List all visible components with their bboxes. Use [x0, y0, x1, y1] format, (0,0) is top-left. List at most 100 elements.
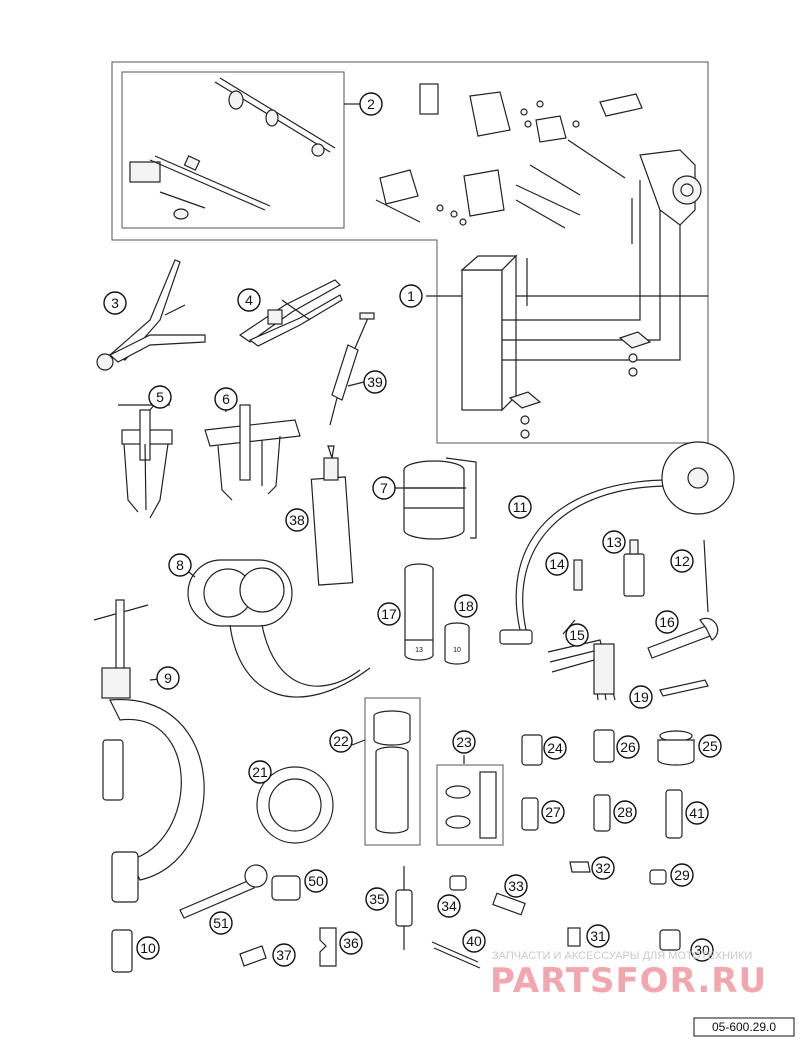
callout-label: 24	[547, 740, 563, 756]
callout-14: 14	[545, 552, 569, 576]
watermark-brand: PARTSFOR.RU	[490, 961, 767, 1001]
callout-35: 35	[365, 887, 389, 911]
watermark-subtitle: ЗАПЧАСТИ И АКСЕССУАРЫ ДЛЯ МОТОТЕХНИКИ	[492, 950, 752, 962]
callout-label: 11	[513, 499, 528, 515]
callout-label: 50	[308, 873, 324, 889]
callout-circle	[156, 666, 180, 690]
callout-label: 5	[156, 389, 164, 405]
callout-label: 36	[343, 935, 359, 951]
callout-circle	[616, 735, 640, 759]
callout-circle	[285, 508, 309, 532]
callout-circle	[698, 734, 722, 758]
callout-8: 8	[168, 553, 192, 577]
gauge-plate	[319, 927, 337, 967]
callout-51: 51	[209, 911, 233, 935]
callout-25: 25	[698, 734, 722, 758]
bushing-41	[665, 789, 683, 839]
threaded-rod	[431, 941, 481, 969]
callout-6: 6	[214, 387, 238, 411]
callout-label: 18	[458, 598, 474, 614]
holder-50	[271, 875, 301, 901]
callout-30: 30	[690, 938, 714, 962]
callout-circle	[591, 856, 615, 880]
callout-36: 36	[339, 931, 363, 955]
adapter-30	[659, 929, 681, 951]
cap-29	[649, 869, 667, 885]
callout-19: 19	[629, 685, 653, 709]
bracket-37	[239, 945, 267, 967]
callout-circle	[670, 549, 694, 573]
callout-label: 41	[689, 805, 705, 821]
callout-21: 21	[248, 760, 272, 784]
clamp-pliers	[238, 279, 343, 347]
callout-37: 37	[272, 943, 296, 967]
callout-label: 10	[140, 940, 156, 956]
syringe	[329, 312, 375, 426]
spring-bolt	[492, 892, 526, 916]
callout-circle	[248, 760, 272, 784]
callout-23: 23	[452, 730, 476, 754]
callout-16: 16	[655, 610, 679, 634]
engine-work-stand	[375, 83, 702, 439]
pin-32	[569, 861, 591, 873]
callout-circle	[655, 610, 679, 634]
callout-label: 17	[381, 606, 397, 622]
callout-circle	[508, 495, 532, 519]
bearing-insert-set	[436, 764, 504, 846]
callout-label: 4	[245, 292, 253, 308]
callout-label: 16	[659, 614, 675, 630]
hose-clamp-pliers	[96, 259, 206, 371]
sealant-tube	[310, 445, 354, 586]
callout-circle	[504, 874, 528, 898]
callout-circle	[339, 931, 363, 955]
callout-5: 5	[148, 385, 172, 409]
bearing-puller-small	[118, 404, 173, 519]
bearing-puller-large	[204, 404, 301, 501]
hex-key-set	[547, 639, 616, 701]
callout-circle	[304, 869, 328, 893]
callout-label: 38	[289, 512, 305, 528]
callout-circle	[565, 623, 589, 647]
callout-label: 33	[508, 878, 524, 894]
callout-circle	[359, 92, 383, 116]
callout-label: 7	[380, 480, 388, 496]
callout-circle	[365, 887, 389, 911]
callout-22: 22	[329, 729, 353, 753]
socket-13-size-label: 13	[415, 647, 423, 654]
callout-label: 12	[674, 553, 690, 569]
callout-circle	[272, 943, 296, 967]
callout-50: 50	[304, 869, 328, 893]
press-sleeve-set	[364, 697, 421, 846]
callout-28: 28	[613, 800, 637, 824]
bushing-27	[521, 797, 539, 831]
callout-label: 6	[222, 391, 230, 407]
group-1-outline	[111, 61, 709, 444]
piston-ring-compressor	[403, 457, 477, 540]
callout-label: 31	[590, 928, 606, 944]
callout-33: 33	[504, 874, 528, 898]
callout-circle	[329, 729, 353, 753]
callout-circle	[462, 929, 486, 953]
callout-circle	[452, 730, 476, 754]
callout-17: 17	[377, 602, 401, 626]
callout-32: 32	[591, 856, 615, 880]
callout-7: 7	[372, 476, 396, 500]
callout-circle	[690, 938, 714, 962]
callout-circle	[148, 385, 172, 409]
callout-circle	[543, 736, 567, 760]
callout-label: 28	[617, 804, 633, 820]
callout-label: 19	[633, 689, 649, 705]
callout-label: 32	[595, 860, 611, 876]
callout-circle	[613, 800, 637, 824]
watermark: ЗАПЧАСТИ И АКСЕССУАРЫ ДЛЯ МОТОТЕХНИКИ PA…	[490, 950, 767, 1001]
group-2-outline	[121, 71, 345, 229]
callout-label: 51	[213, 915, 229, 931]
valve-insert-tool	[573, 559, 583, 591]
callout-circle	[437, 894, 461, 918]
callout-2: 2	[359, 92, 383, 116]
clutch-holding-plate	[256, 766, 334, 844]
callout-24: 24	[543, 736, 567, 760]
callout-label: 23	[456, 734, 472, 750]
bushing-28	[593, 794, 611, 832]
callout-label: 22	[333, 733, 349, 749]
